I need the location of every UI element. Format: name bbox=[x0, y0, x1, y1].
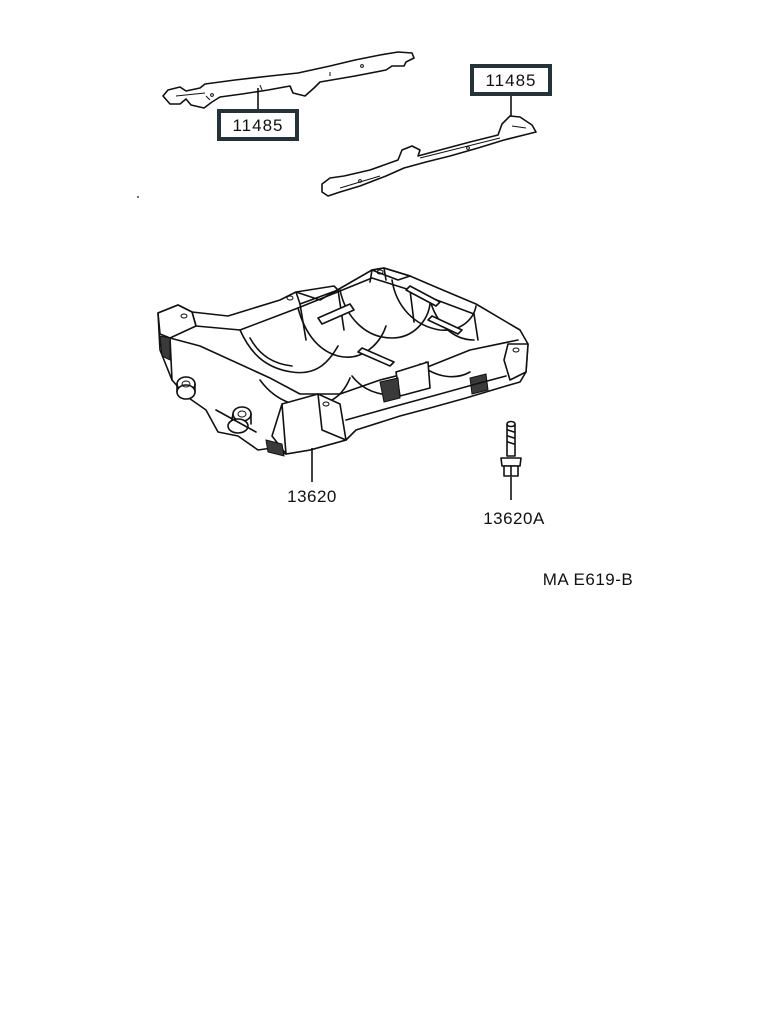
stray-mark bbox=[137, 196, 139, 198]
dowel-pin-center bbox=[227, 406, 252, 434]
bearing-cap-part-number[interactable]: 13620 bbox=[287, 487, 337, 506]
bearing-cap-part[interactable] bbox=[157, 267, 529, 457]
gasket-right-callout[interactable]: 11485 bbox=[470, 64, 552, 96]
gasket-left-part-number: 11485 bbox=[232, 116, 283, 135]
figure-code: MA E619-B bbox=[543, 570, 634, 589]
gasket-left-callout[interactable]: 11485 bbox=[217, 109, 299, 141]
gasket-right-part[interactable] bbox=[321, 115, 537, 197]
gasket-left-part[interactable] bbox=[162, 51, 415, 109]
bolt-part[interactable] bbox=[500, 420, 522, 477]
bolt-part-number[interactable]: 13620A bbox=[483, 509, 545, 528]
dowel-pin-front bbox=[176, 376, 196, 400]
gasket-right-part-number: 11485 bbox=[485, 71, 536, 90]
